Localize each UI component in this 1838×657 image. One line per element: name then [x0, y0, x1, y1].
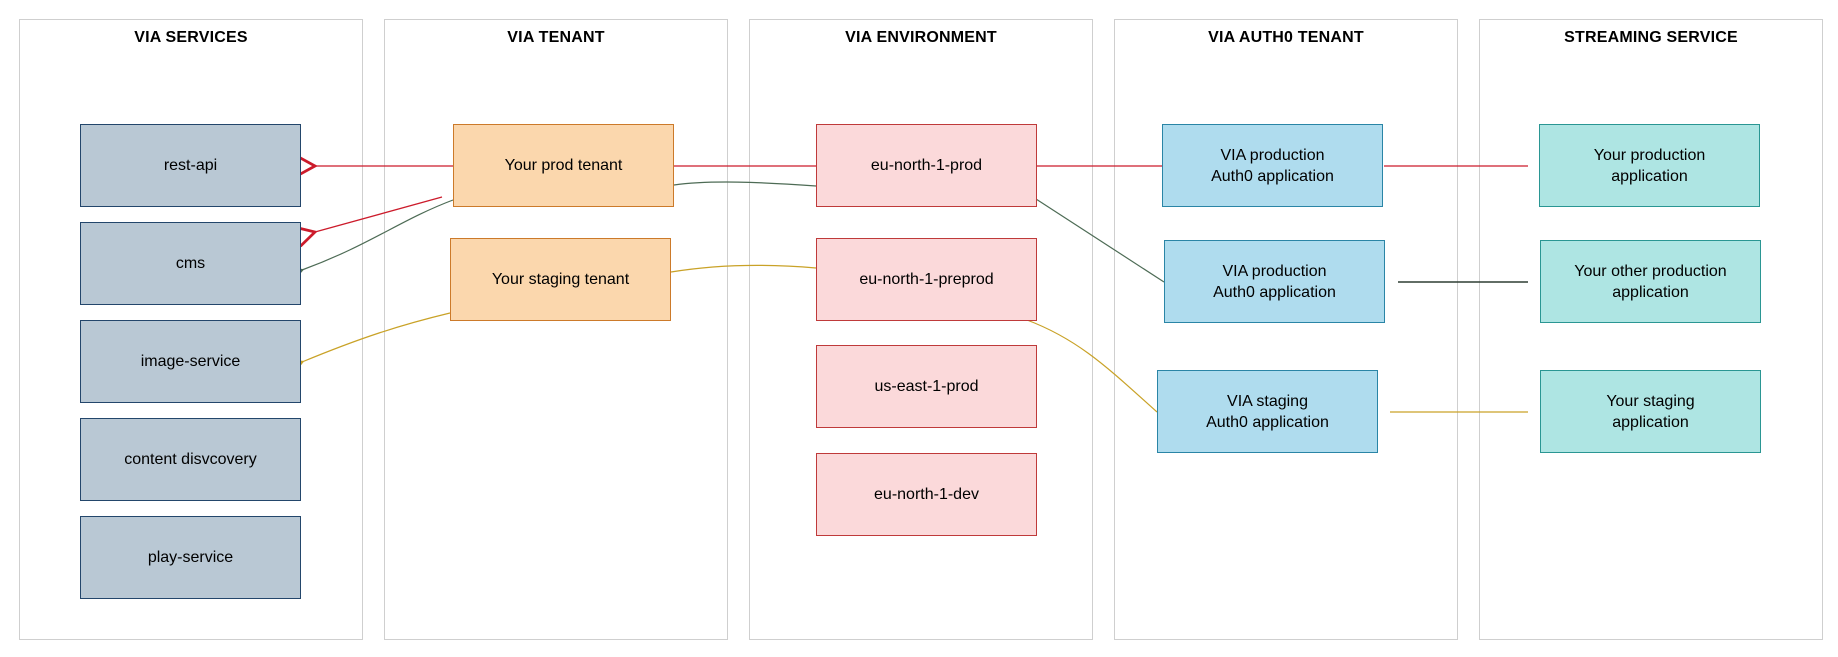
- auth0-app-production-1: VIA production Auth0 application: [1162, 124, 1383, 207]
- tenant-prod: Your prod tenant: [453, 124, 674, 207]
- column-title-via-auth0-tenant: VIA AUTH0 TENANT: [1208, 29, 1364, 46]
- service-rest-api: rest-api: [80, 124, 301, 207]
- column-title-via-services: VIA SERVICES: [134, 29, 248, 46]
- service-content-discovery: content disvcovery: [80, 418, 301, 501]
- column-via-environment: [749, 19, 1093, 640]
- auth0-app-production-2: VIA production Auth0 application: [1164, 240, 1385, 323]
- env-eu-north-1-prod: eu-north-1-prod: [816, 124, 1037, 207]
- column-title-via-environment: VIA ENVIRONMENT: [845, 29, 997, 46]
- column-via-auth0-tenant: [1114, 19, 1458, 640]
- streaming-app-production: Your production application: [1539, 124, 1760, 207]
- column-streaming-service: [1479, 19, 1823, 640]
- env-us-east-1-prod: us-east-1-prod: [816, 345, 1037, 428]
- service-play-service: play-service: [80, 516, 301, 599]
- tenant-staging: Your staging tenant: [450, 238, 671, 321]
- streaming-app-other-production: Your other production application: [1540, 240, 1761, 323]
- env-eu-north-1-preprod: eu-north-1-preprod: [816, 238, 1037, 321]
- column-title-streaming-service: STREAMING SERVICE: [1564, 29, 1738, 46]
- service-image-service: image-service: [80, 320, 301, 403]
- streaming-app-staging: Your staging application: [1540, 370, 1761, 453]
- env-eu-north-1-dev: eu-north-1-dev: [816, 453, 1037, 536]
- column-via-tenant: [384, 19, 728, 640]
- column-title-via-tenant: VIA TENANT: [507, 29, 605, 46]
- service-cms: cms: [80, 222, 301, 305]
- auth0-app-staging: VIA staging Auth0 application: [1157, 370, 1378, 453]
